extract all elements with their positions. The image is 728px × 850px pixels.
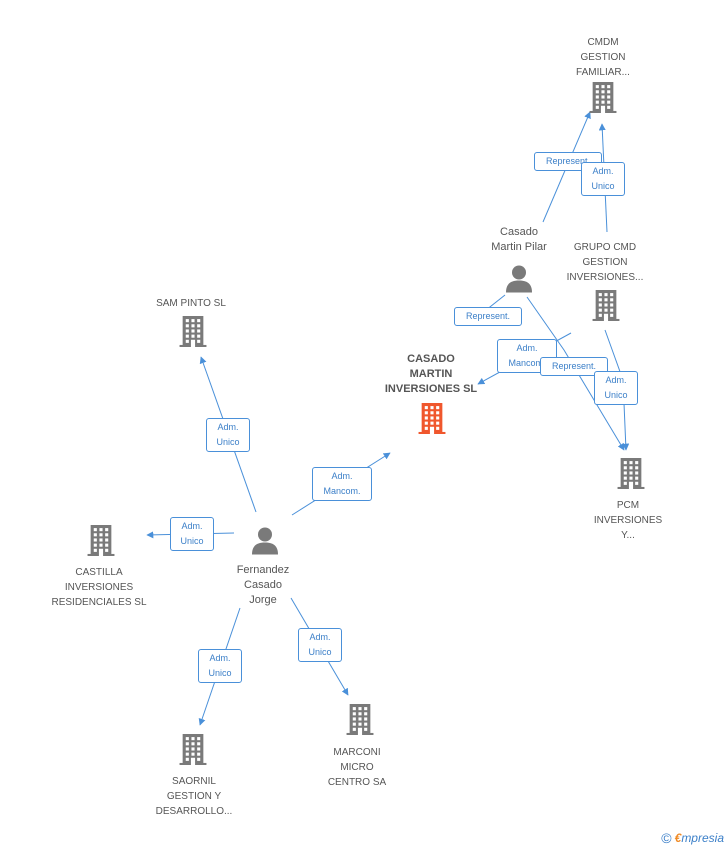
building-icon[interactable] <box>179 315 207 352</box>
edge-label-e4[interactable]: Adm.Mancom. <box>497 339 557 373</box>
edge-label-e2[interactable]: Adm.Unico <box>581 162 625 196</box>
edge-label-e10[interactable]: Adm.Unico <box>198 649 242 683</box>
copyright-icon: © <box>661 830 672 846</box>
watermark[interactable]: © €mpresia <box>661 830 724 846</box>
edge-label-e5[interactable]: Represent. <box>540 357 608 376</box>
edge-label-e11[interactable]: Adm.Unico <box>298 628 342 662</box>
person-icon[interactable] <box>505 265 533 298</box>
edge-label-e6[interactable]: Adm.Unico <box>594 371 638 405</box>
building-icon[interactable] <box>418 402 446 439</box>
building-icon[interactable] <box>592 289 620 326</box>
edge-label-e9[interactable]: Adm.Unico <box>170 517 214 551</box>
building-icon[interactable] <box>617 457 645 494</box>
node-label-sam-pinto[interactable]: SAM PINTO SL <box>156 298 226 309</box>
building-icon[interactable] <box>346 703 374 740</box>
building-icon[interactable] <box>87 524 115 561</box>
person-icon[interactable] <box>251 527 279 560</box>
edge-label-e3[interactable]: Represent. <box>454 307 522 326</box>
brand-logo: €mpresia <box>674 831 724 845</box>
edge-line-e5 <box>526 296 625 451</box>
building-icon[interactable] <box>589 81 617 118</box>
building-icon[interactable] <box>179 733 207 770</box>
edge-label-e8[interactable]: Adm.Mancom. <box>312 467 372 501</box>
edge-label-e7[interactable]: Adm.Unico <box>206 418 250 452</box>
